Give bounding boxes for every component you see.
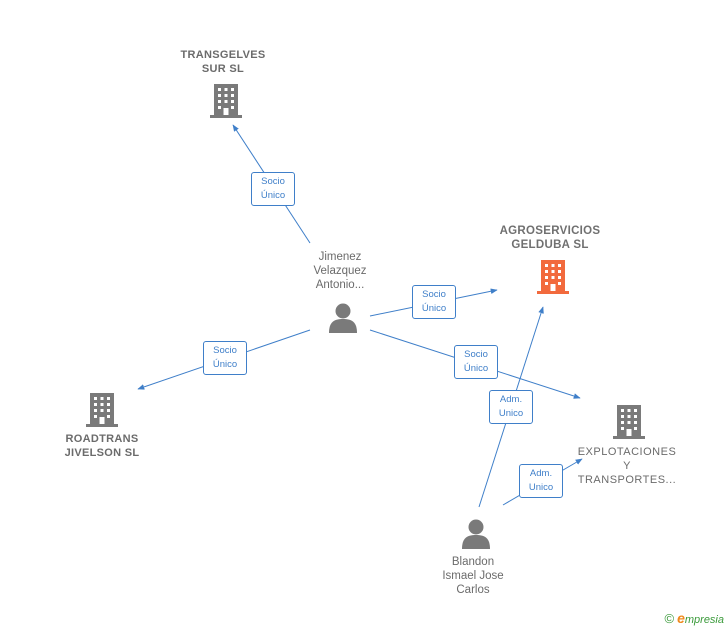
node-label-line: Ismael Jose [442,570,504,582]
node-label-line: JIVELSON SL [64,447,140,459]
node-label-line: GELDUBA SL [511,239,589,251]
edge-label-line: Adm. [499,394,523,405]
node-label-line: TRANSGELVES [180,49,266,61]
building-icon[interactable] [86,393,118,427]
node-label-line: Carlos [456,584,490,596]
brand-name: mpresia [684,614,724,626]
edge-label-socio-unico[interactable]: Socio Único [454,345,498,379]
node-explotaciones-label[interactable]: EXPLOTACIONES Y TRANSPORTES... [567,445,687,487]
copyright-icon: © [664,611,675,626]
node-label-line: Velazquez [313,265,367,277]
edge-label-line: Único [421,303,447,314]
edge-label-line: Único [212,359,238,370]
node-label-line: ROADTRANS [65,433,139,445]
node-label-line: Y [623,460,631,472]
node-agroservicios-label[interactable]: AGROSERVICIOS GELDUBA SL [480,224,620,252]
node-blandon-label[interactable]: Blandon Ismael Jose Carlos [418,555,528,597]
edge-label-line: Unico [528,482,554,493]
edge-label-adm-unico[interactable]: Adm. Unico [489,390,533,424]
node-transgelves-label[interactable]: TRANSGELVES SUR SL [163,48,283,76]
building-icon-highlighted[interactable] [537,260,569,294]
edge-label-line: Adm. [529,468,553,479]
edge-label-line: Socio [422,289,446,300]
node-label-line: SUR SL [201,63,245,75]
edge-label-socio-unico[interactable]: Socio Único [251,172,295,206]
edge-label-line: Único [260,190,286,201]
node-roadtrans-label[interactable]: ROADTRANS JIVELSON SL [42,432,162,460]
building-icon[interactable] [210,84,242,118]
edge-label-socio-unico[interactable]: Socio Único [412,285,456,319]
edge-label-line: Socio [464,349,488,360]
node-label-line: TRANSPORTES... [577,474,677,486]
node-label-line: Antonio... [315,279,365,291]
brand-logo-initial: e [677,610,685,626]
edge-label-line: Unico [498,408,524,419]
person-icon[interactable] [462,519,490,550]
edge-label-line: Socio [213,345,237,356]
person-icon[interactable] [329,303,357,334]
node-label-line: AGROSERVICIOS [499,225,601,237]
node-jimenez-label[interactable]: Jimenez Velazquez Antonio... [290,250,390,292]
edge-label-socio-unico[interactable]: Socio Único [203,341,247,375]
edge-label-adm-unico[interactable]: Adm. Unico [519,464,563,498]
building-icon[interactable] [613,405,645,439]
edge-label-line: Socio [261,176,285,187]
edge-label-line: Único [463,363,489,374]
footer-brand[interactable]: ©empresia [664,610,724,626]
node-label-line: EXPLOTACIONES [577,446,677,458]
node-label-line: Blandon [451,556,495,568]
node-label-line: Jimenez [318,251,362,263]
